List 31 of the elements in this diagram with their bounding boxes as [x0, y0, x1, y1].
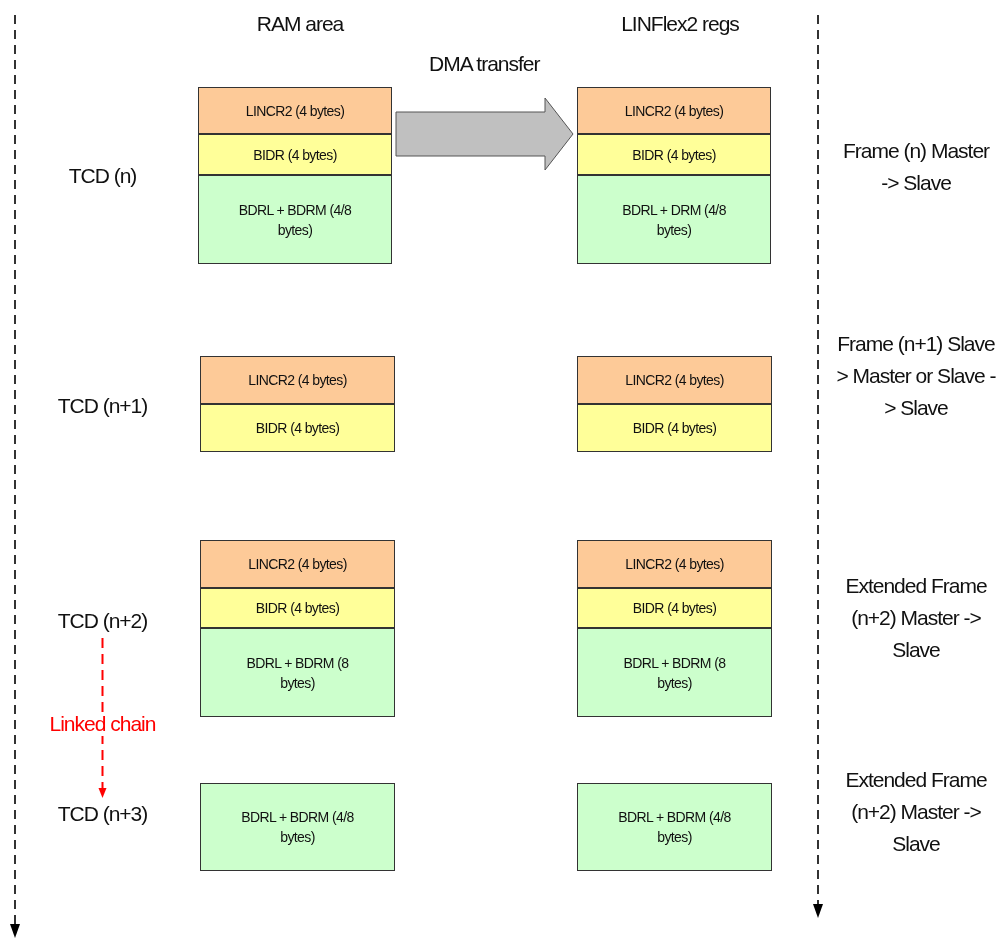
register-block: BIDR (4 bytes) — [577, 404, 772, 452]
register-block: BIDR (4 bytes) — [577, 134, 771, 175]
block-arrow — [395, 97, 574, 171]
register-block: BDRL + DRM (4/8 bytes) — [577, 175, 771, 264]
register-block: BDRL + BDRM (8 bytes) — [577, 628, 772, 717]
tcd-label: TCD (n+1) — [56, 393, 149, 419]
register-block: LINCR2 (4 bytes) — [200, 356, 395, 404]
register-block: LINCR2 (4 bytes) — [198, 87, 392, 134]
edge-label: DMA transfer — [429, 52, 540, 76]
tcd-label: TCD (n) — [67, 163, 138, 189]
register-block: BDRL + BDRM (8 bytes) — [200, 628, 395, 717]
register-block: BIDR (4 bytes) — [200, 588, 395, 628]
register-block: LINCR2 (4 bytes) — [577, 540, 772, 588]
tcd-label: TCD (n+3) — [40, 797, 165, 831]
arrow — [98, 637, 107, 798]
frame-description: Extended Frame (n+2) Master -> Slave — [844, 573, 988, 663]
column-heading: LINFlex2 regs — [620, 11, 740, 37]
register-block: BIDR (4 bytes) — [198, 134, 392, 175]
register-block: BDRL + BDRM (4/8 bytes) — [198, 175, 392, 264]
register-block: BDRL + BDRM (4/8 bytes) — [577, 783, 772, 871]
frame-description: Extended Frame (n+2) Master -> Slave — [844, 767, 988, 857]
register-block: BIDR (4 bytes) — [200, 404, 395, 452]
register-block: LINCR2 (4 bytes) — [577, 356, 772, 404]
frame-description: Frame (n) Master -> Slave — [841, 138, 991, 196]
tcd-label: TCD (n+2) — [40, 604, 165, 638]
frame-description: Frame (n+1) Slave > Master or Slave -> Slave — [836, 331, 996, 421]
register-block: BDRL + BDRM (4/8 bytes) — [200, 783, 395, 871]
register-block: LINCR2 (4 bytes) — [200, 540, 395, 588]
register-block: LINCR2 (4 bytes) — [577, 87, 771, 134]
register-block: BIDR (4 bytes) — [577, 588, 772, 628]
column-heading: RAM area — [255, 11, 345, 37]
